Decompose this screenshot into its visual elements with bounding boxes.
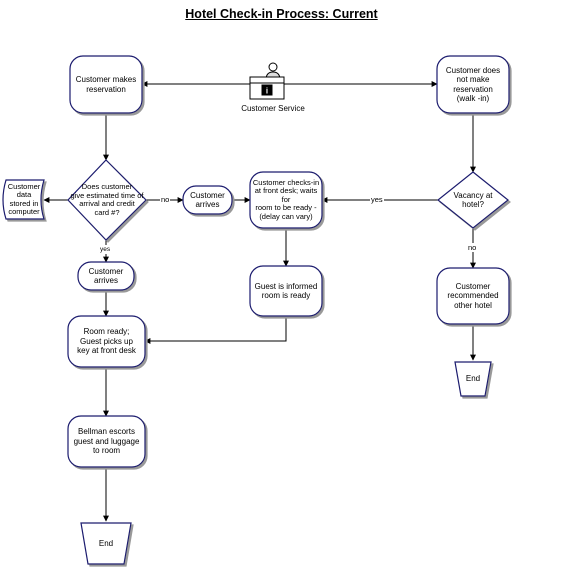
node-bellman-escorts (67, 415, 146, 468)
node-vacancy-at-hotel (437, 171, 509, 229)
edge-informed-to-roomready (144, 316, 287, 344)
node-guest-informed (249, 265, 323, 317)
label-customer-makes-reservation: Customer makes reservation (75, 75, 137, 94)
edge-label-yes-left: yes (99, 245, 112, 254)
label-vacancy-at-hotel: Vacancy at hotel? (453, 190, 493, 210)
label-customer-no-reservation: Customer does not make reservation (walk… (445, 65, 501, 104)
node-customer-arrives-mid (182, 185, 233, 215)
label-room-ready: Room ready; Guest picks up key at front … (77, 327, 136, 356)
node-end-left (80, 522, 132, 565)
label-give-estimated-time: Does customer give estimated time of arr… (70, 182, 144, 217)
label-customer-recommended: Customer recommended other hotel (447, 281, 499, 310)
node-customer-no-reservation (436, 55, 510, 114)
diagram-title: Hotel Check-in Process: Current (185, 7, 378, 21)
label-guest-informed: Guest is informed room is ready (254, 281, 318, 301)
node-room-ready (67, 315, 146, 368)
edge-label-no-right: no (467, 243, 478, 252)
label-customer-arrives-left: Customer arrives (88, 266, 124, 286)
node-checks-in-front-desk (249, 171, 323, 229)
edge-label-no-left: no (160, 195, 171, 204)
edge-label-yes-mid: yes (370, 195, 384, 204)
label-end-right: End (465, 374, 481, 384)
node-give-estimated-time (67, 159, 147, 241)
label-checks-in-front-desk: Customer checks-in at front desk; waits … (252, 177, 320, 221)
label-bellman-escorts: Bellman escorts guest and luggage to roo… (73, 427, 140, 456)
node-customer-data (2, 179, 45, 220)
node-customer-arrives-left (77, 261, 135, 291)
customer-service-icon: i (249, 62, 285, 100)
node-end-right (454, 361, 492, 397)
node-customer-recommended (436, 267, 510, 325)
label-customer-service: Customer Service (241, 104, 305, 114)
label-customer-data: Customer data stored in computer (7, 181, 41, 216)
label-end-left: End (98, 538, 114, 548)
node-customer-makes-reservation (69, 55, 143, 114)
svg-text:i: i (266, 87, 268, 96)
label-customer-arrives-mid: Customer arrives (190, 190, 225, 210)
